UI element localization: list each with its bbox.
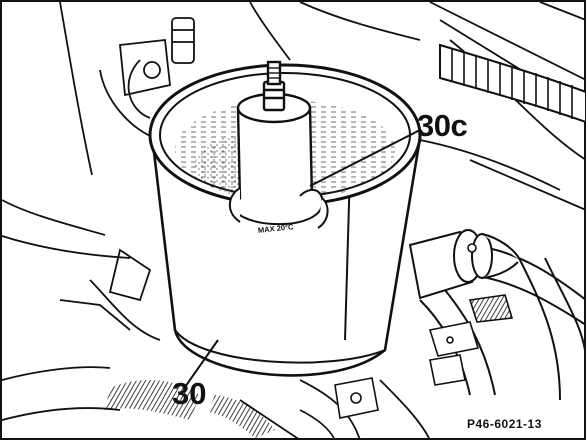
hose-clamp xyxy=(428,294,514,386)
level-ring xyxy=(228,187,329,229)
callout-reservoir-cover: 30c xyxy=(417,108,468,143)
small-fitting xyxy=(467,243,477,253)
callout-reservoir: 30 xyxy=(172,376,207,411)
ribbed-hose xyxy=(439,43,586,124)
shadow-hatch-left xyxy=(105,379,200,420)
reference-code: P46-6021-13 xyxy=(467,417,542,431)
bolt-top-left xyxy=(143,17,195,79)
dipstick-tube xyxy=(236,60,314,213)
ring-marking: MAX 20°C xyxy=(258,222,295,235)
shadow-hatch-center xyxy=(208,395,275,438)
reservoir-outlet-fitting xyxy=(408,229,521,300)
bracket-bolt xyxy=(299,377,379,440)
leader-lines xyxy=(184,129,421,388)
